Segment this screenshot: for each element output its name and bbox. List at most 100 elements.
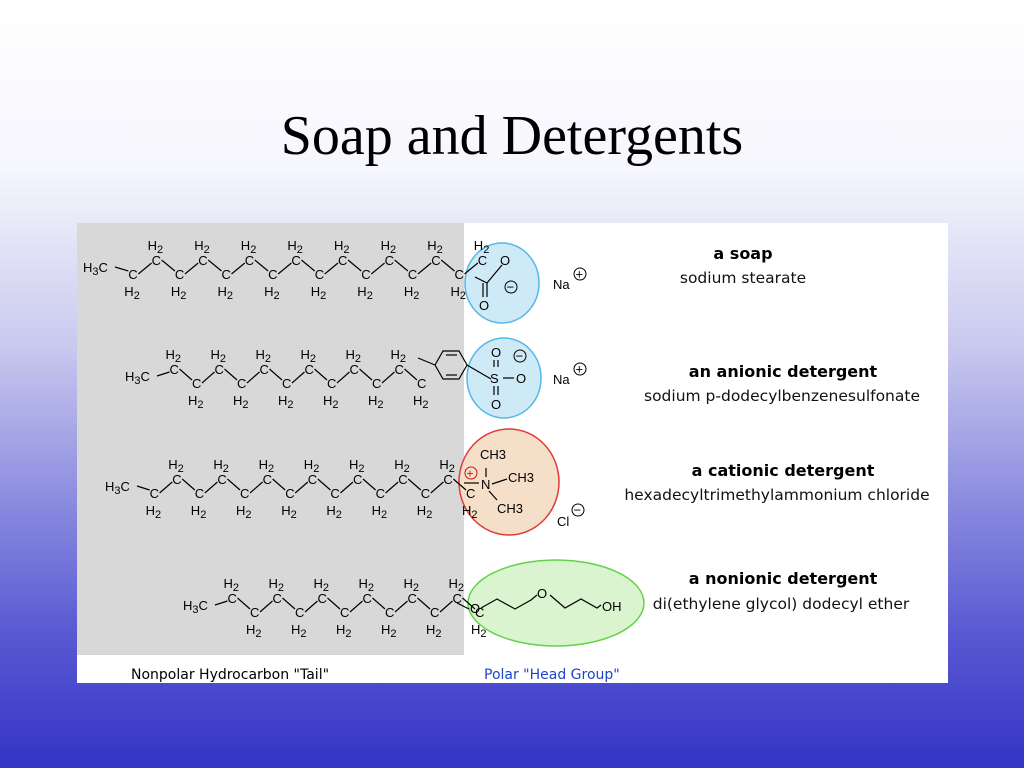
nonpolar-tail-region: [77, 223, 464, 655]
h2-label: H2: [291, 622, 307, 640]
soap-negative-charge: −: [507, 280, 515, 295]
h2-label: H2: [218, 284, 234, 302]
soap-counter-ion-symbol: Na: [553, 277, 570, 292]
bond: [254, 259, 269, 272]
carbon-atom: C: [192, 376, 201, 391]
carbon-atom: C: [330, 486, 339, 501]
carbon-atom: C: [361, 267, 370, 282]
carbon-atom: C: [250, 605, 259, 620]
h2-label: H2: [426, 622, 442, 640]
soap-head-group: [464, 242, 540, 324]
nonionic-heading: a nonionic detergent: [689, 569, 878, 588]
bond: [114, 266, 129, 272]
h2-label: H2: [417, 503, 433, 521]
carbon-atom: C: [475, 605, 484, 620]
bond: [317, 478, 331, 491]
h2-label: H2: [462, 503, 478, 521]
h2-label: H2: [394, 457, 410, 475]
methyl-terminal: H3C: [183, 598, 208, 616]
bond: [430, 481, 444, 494]
bond: [349, 600, 363, 613]
bond: [314, 368, 328, 381]
slide-title: Soap and Detergents: [280, 105, 744, 167]
cationic-counter-charge: −: [574, 503, 582, 518]
carbon-atom: C: [350, 362, 359, 377]
anionic-name: sodium p-dodecylbenzenesulfonate: [644, 387, 920, 405]
h2-label: H2: [269, 576, 285, 594]
carbon-atom: C: [128, 267, 137, 282]
h2-label: H2: [148, 238, 164, 256]
h2-label: H2: [281, 503, 297, 521]
carbon-atom: C: [291, 253, 300, 268]
cationic-head-group: [458, 428, 560, 536]
carbon-atom: C: [305, 362, 314, 377]
hydroxyl-group: OH: [602, 599, 622, 614]
h2-label: H2: [474, 238, 490, 256]
bond: [417, 262, 432, 275]
bond: [156, 371, 170, 377]
bond: [207, 259, 222, 272]
carbon-atom: C: [198, 253, 207, 268]
bond: [201, 371, 215, 384]
methyl-terminal: H3C: [105, 479, 130, 497]
bond: [291, 371, 305, 384]
carbon-atom: C: [327, 376, 336, 391]
bond: [324, 262, 339, 275]
anionic-counter-ion: Na +: [553, 362, 587, 387]
carbon-atom: C: [237, 376, 246, 391]
methyl-terminal: H3C: [125, 369, 150, 387]
carbon-atom: C: [217, 472, 226, 487]
h2-label: H2: [304, 457, 320, 475]
soap-name: sodium stearate: [680, 269, 806, 287]
bond: [184, 262, 199, 275]
carbon-atom: C: [466, 486, 475, 501]
bond: [272, 478, 286, 491]
h2-label: H2: [381, 238, 397, 256]
bond: [440, 259, 455, 272]
carbon-atom: C: [315, 267, 324, 282]
h2-label: H2: [381, 622, 397, 640]
h2-label: H2: [256, 347, 272, 365]
carbon-atom: C: [478, 253, 487, 268]
bond: [370, 262, 385, 275]
bond: [249, 481, 263, 494]
carbon-atom: C: [215, 362, 224, 377]
h2-label: H2: [326, 503, 342, 521]
bond: [347, 259, 362, 272]
carbon-atom: C: [340, 605, 349, 620]
bond: [246, 371, 260, 384]
bond: [277, 262, 292, 275]
bond: [336, 371, 350, 384]
carbon-atom: C: [172, 472, 181, 487]
carbon-atom: C: [175, 267, 184, 282]
tail-label: Nonpolar Hydrocarbon "Tail": [131, 667, 329, 683]
soap-counter-charge: +: [576, 267, 584, 282]
cationic-positive-charge: +: [467, 467, 474, 481]
h2-label: H2: [259, 457, 275, 475]
carbon-atom: C: [222, 267, 231, 282]
bond: [301, 259, 316, 272]
bond: [259, 600, 273, 613]
h2-label: H2: [323, 393, 339, 411]
h2-label: H2: [427, 238, 443, 256]
carbon-atom: C: [295, 605, 304, 620]
carbon-atom: C: [395, 362, 404, 377]
bond: [136, 485, 150, 491]
h2-label: H2: [449, 576, 465, 594]
benzenesulfonate-group: S O O O −: [417, 345, 527, 412]
bond: [340, 481, 354, 494]
h2-label: H2: [188, 393, 204, 411]
carbon-atom: C: [430, 605, 439, 620]
h2-label: H2: [264, 284, 280, 302]
h2-label: H2: [233, 393, 249, 411]
sulfonate-oxygen-right: O: [516, 371, 526, 386]
carbon-atom: C: [398, 472, 407, 487]
h2-label: H2: [368, 393, 384, 411]
h2-label: H2: [357, 284, 373, 302]
cationic-counter-ion-symbol: Cl: [557, 514, 569, 529]
carbon-atom: C: [245, 253, 254, 268]
bond: [362, 478, 376, 491]
bond: [224, 368, 238, 381]
